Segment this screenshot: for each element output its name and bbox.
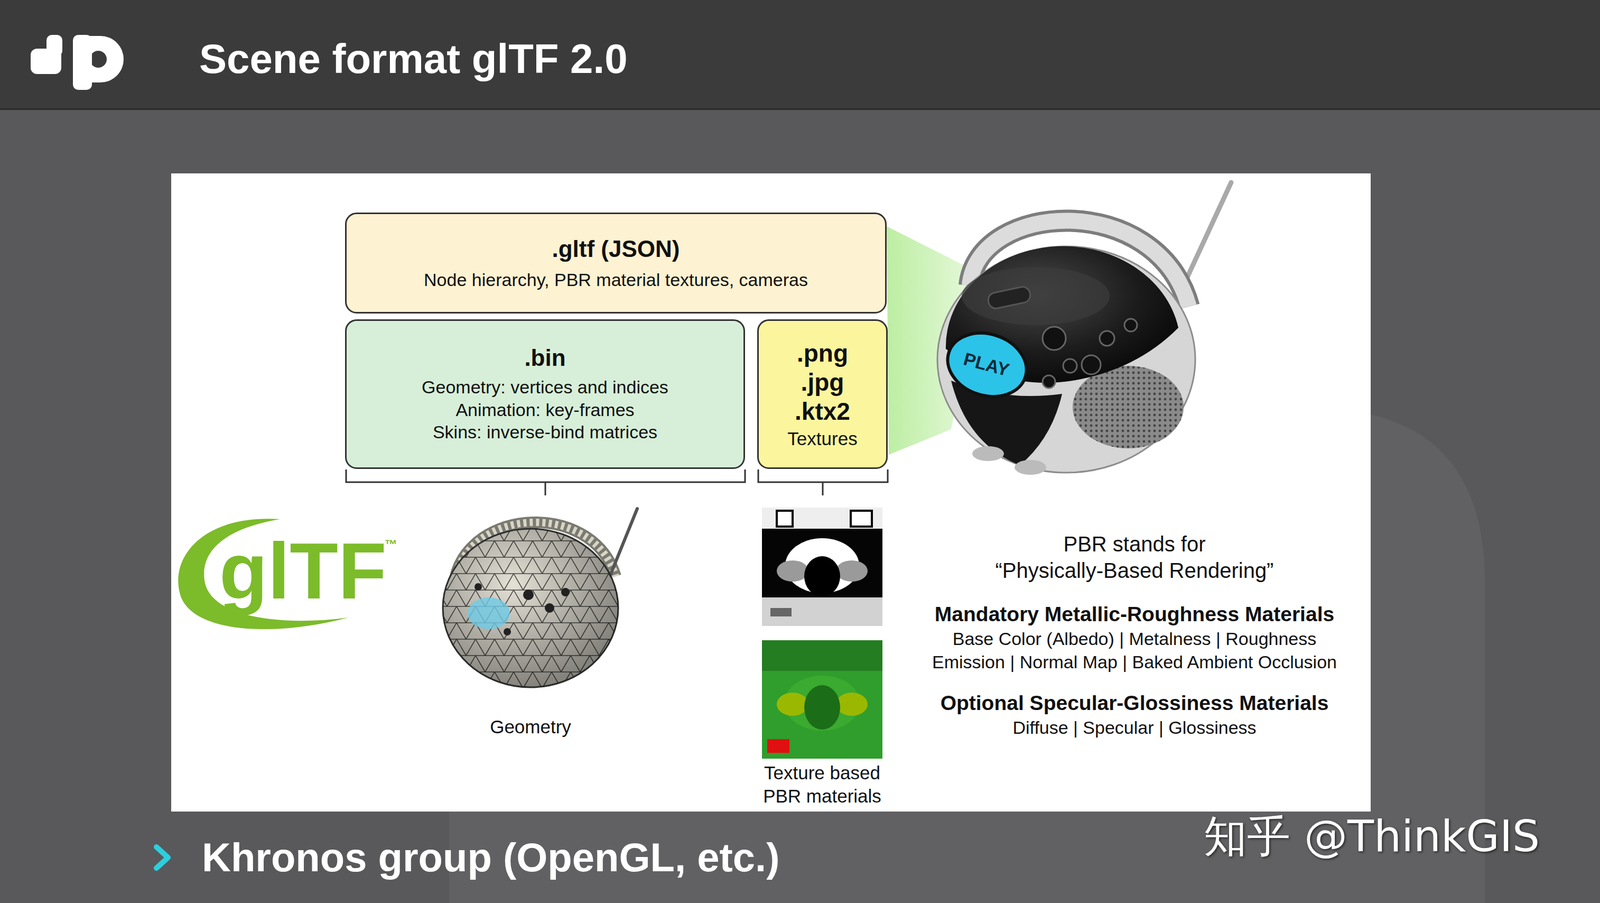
- texture-region: [770, 607, 792, 617]
- button: [1081, 355, 1101, 375]
- texture-image-2: [761, 639, 883, 759]
- bullet-text: Khronos group (OpenGL, etc.): [201, 833, 780, 880]
- logo-bowl: [79, 35, 124, 83]
- watermark: 知乎 @ThinkGIS: [1203, 811, 1540, 861]
- box-heading: .png: [796, 338, 849, 368]
- texture-background: [761, 507, 883, 626]
- file-box: .binGeometry: vertices and indicesAnimat…: [345, 319, 746, 469]
- gltf-logo-text: glTF: [219, 531, 387, 611]
- brand-logo: [30, 34, 124, 90]
- box-content: .binGeometry: vertices and indicesAnimat…: [346, 320, 744, 468]
- wire-button: [474, 582, 482, 591]
- box-text: Textures: [787, 428, 858, 450]
- logo-piece: [46, 34, 63, 57]
- box-text: Animation: key-frames: [455, 398, 635, 422]
- button: [1124, 318, 1138, 332]
- foot: [1014, 459, 1047, 475]
- wire-shade: [442, 528, 619, 687]
- box-text: .ktx2: [794, 396, 851, 426]
- box-content: .gltf (JSON) Node hierarchy, PBR material…: [346, 214, 886, 312]
- texture-image-1: [761, 507, 883, 626]
- texture-region: [767, 738, 790, 753]
- title-bar-edge: [0, 108, 1600, 110]
- texture-region: [804, 684, 841, 730]
- figure-caption: Geometry: [489, 715, 572, 738]
- figure-caption: Texture based PBR materials: [748, 760, 897, 808]
- texture-region: [776, 560, 809, 582]
- texture-background: [761, 639, 883, 759]
- boombox-top: [945, 246, 1179, 383]
- box-heading: .gltf (JSON): [552, 235, 681, 263]
- box-heading: .bin: [524, 344, 566, 372]
- silver-band: [937, 246, 1196, 473]
- bullet-chevron: [156, 846, 169, 868]
- note-heading: Optional Specular-Glossiness Materials: [940, 691, 1329, 715]
- texture-region: [761, 597, 883, 626]
- wire-button: [523, 589, 534, 600]
- texture-region: [835, 692, 868, 716]
- wire-antenna: [607, 508, 638, 582]
- note-text: Base Color (Albedo) | Metalness | Roughn…: [952, 628, 1317, 649]
- note-heading: Mandatory Metallic-Roughness Materials: [934, 602, 1335, 627]
- foot: [972, 445, 1004, 461]
- title-bar: [0, 0, 1600, 110]
- bracket: [758, 469, 888, 496]
- wire-body: [442, 528, 619, 687]
- speaker-grill: [1072, 365, 1184, 449]
- note-text: Emission | Normal Map | Baked Ambient Oc…: [932, 651, 1337, 673]
- white-panel: [171, 173, 1371, 812]
- texture-region: [761, 528, 883, 598]
- texture-region: [804, 555, 841, 597]
- texture-region: [761, 639, 883, 671]
- wire-play-button: [467, 597, 510, 629]
- note-text: Diffuse | Specular | Glossiness: [1012, 717, 1257, 738]
- note-text: “Physically-Based Rendering”: [995, 557, 1274, 583]
- box-text: .jpg: [801, 367, 845, 397]
- box-text: Skins: inverse-bind matrices: [432, 420, 658, 444]
- button: [1042, 375, 1056, 388]
- wire-button: [561, 587, 570, 597]
- file-box: .gltf (JSON) Node hierarchy, PBR material…: [345, 212, 887, 314]
- button: [1063, 358, 1077, 373]
- play-button: [939, 322, 1035, 406]
- texture-region: [776, 692, 809, 716]
- texture-region: [850, 510, 872, 527]
- play-button-label: PLAY: [961, 348, 1012, 381]
- trademark: ™: [384, 536, 398, 552]
- top-shine: [961, 266, 1110, 325]
- box-content: .png.jpg.ktx2Textures: [758, 320, 887, 468]
- button: [1099, 330, 1115, 346]
- button: [1042, 326, 1066, 350]
- boombox-illustration: [937, 182, 1232, 475]
- file-box: .png.jpg.ktx2Textures: [757, 319, 888, 469]
- wire-button: [544, 602, 555, 613]
- geometry-wireframe: [442, 508, 638, 687]
- slide-title: Scene format glTF 2.0: [199, 35, 628, 83]
- wire-button: [503, 627, 511, 636]
- box-text: Geometry: vertices and indices: [421, 375, 669, 399]
- texture-region: [776, 510, 793, 527]
- box-text: Node hierarchy, PBR material textures, c…: [423, 269, 808, 291]
- bracket: [346, 469, 746, 496]
- top-slot: [987, 285, 1032, 310]
- texture-region: [835, 560, 868, 582]
- note-text: PBR stands for: [1063, 531, 1206, 556]
